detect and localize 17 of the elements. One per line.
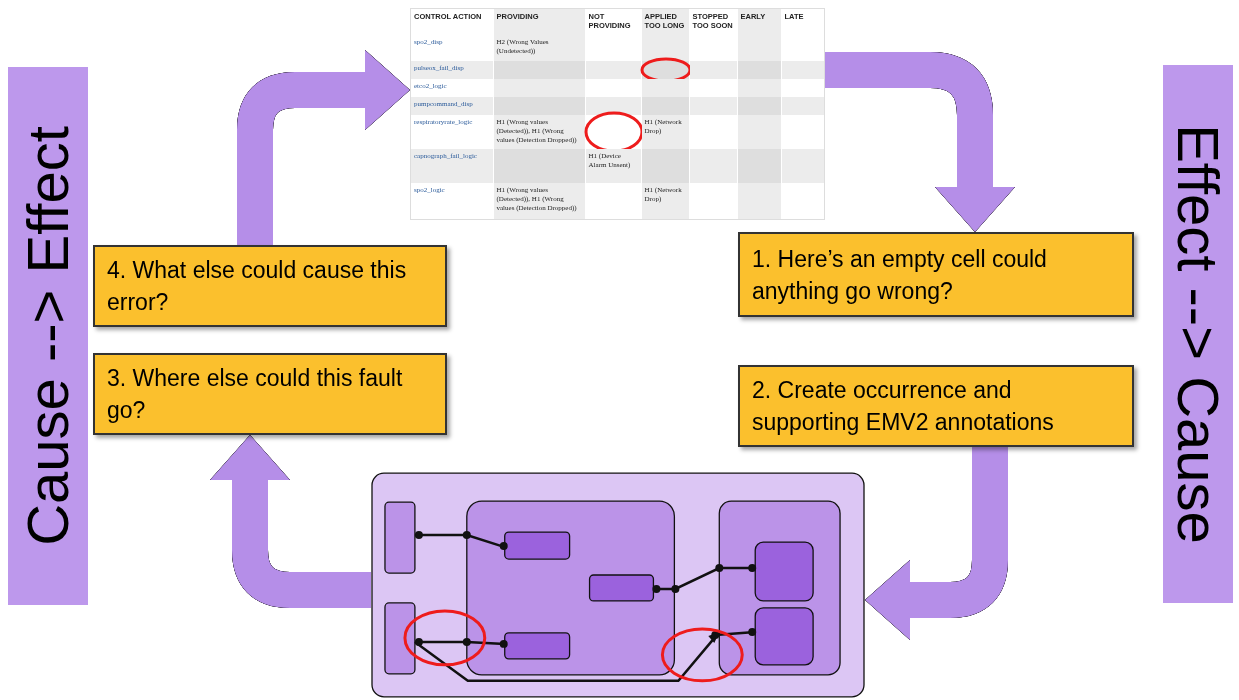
note-box: [738, 365, 1134, 447]
note-text: 4. What else could cause this error?: [107, 256, 408, 317]
block-arrow: [825, 52, 1015, 232]
banner-text: Cause --> Effect: [19, 126, 77, 546]
block-arrow: [865, 447, 1008, 640]
architecture-drawing: [371, 472, 865, 698]
note-text: 1. Here’s an empty cell could anything go wrong?: [752, 244, 1048, 306]
note-text: 3. Where else could this fault go?: [107, 364, 404, 425]
note-box: [93, 353, 447, 435]
note-text: 2. Create occurrence and supporting EMV2 annotations: [752, 376, 1055, 437]
banner-text: Effect --> Cause: [1169, 124, 1227, 544]
side-banner: [1163, 65, 1233, 603]
block-arrow: [237, 50, 410, 245]
note-box: [738, 232, 1134, 317]
note-box: [93, 245, 447, 327]
side-banner: [8, 67, 88, 605]
data-table: [410, 8, 825, 220]
